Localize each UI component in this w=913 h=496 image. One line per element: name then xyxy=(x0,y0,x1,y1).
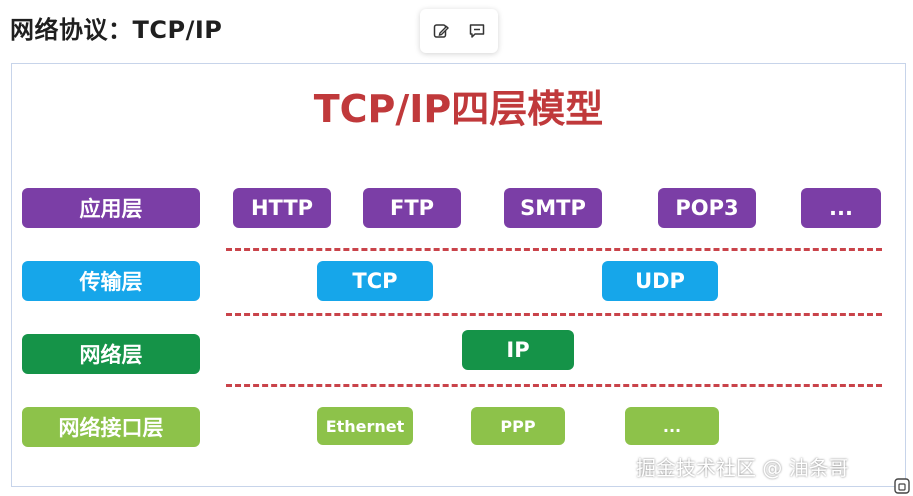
copy-icon[interactable] xyxy=(893,477,911,495)
protocol-ppp: PPP xyxy=(471,407,565,445)
layer-application: 应用层 xyxy=(22,188,200,228)
edit-button[interactable] xyxy=(430,20,452,42)
page-title: 网络协议：TCP/IP xyxy=(10,16,223,44)
protocol-smtp: SMTP xyxy=(504,188,602,228)
edit-icon xyxy=(433,24,449,38)
floating-toolbar xyxy=(420,9,498,53)
protocol-http: HTTP xyxy=(233,188,331,228)
protocol-tcp: TCP xyxy=(317,261,433,301)
separator-3 xyxy=(226,384,882,387)
comment-button[interactable] xyxy=(466,20,488,42)
slide: TCP/IP四层模型 应用层 HTTP FTP SMTP POP3 ... 传输… xyxy=(11,63,906,487)
protocol-ethernet: Ethernet xyxy=(317,407,413,445)
separator-1 xyxy=(226,248,882,251)
layer-network: 网络层 xyxy=(22,334,200,374)
protocol-pop3: POP3 xyxy=(658,188,756,228)
protocol-udp: UDP xyxy=(602,261,718,301)
slide-title: TCP/IP四层模型 xyxy=(313,87,604,131)
separator-2 xyxy=(226,313,882,316)
watermark: 掘金技术社区 @ 油条哥 xyxy=(636,456,849,480)
comment-icon xyxy=(469,24,485,38)
protocol-more-interface: ... xyxy=(625,407,719,445)
protocol-more-application: ... xyxy=(801,188,881,228)
layer-transport: 传输层 xyxy=(22,261,200,301)
layer-network-interface: 网络接口层 xyxy=(22,407,200,447)
protocol-ip: IP xyxy=(462,330,574,370)
protocol-ftp: FTP xyxy=(363,188,461,228)
